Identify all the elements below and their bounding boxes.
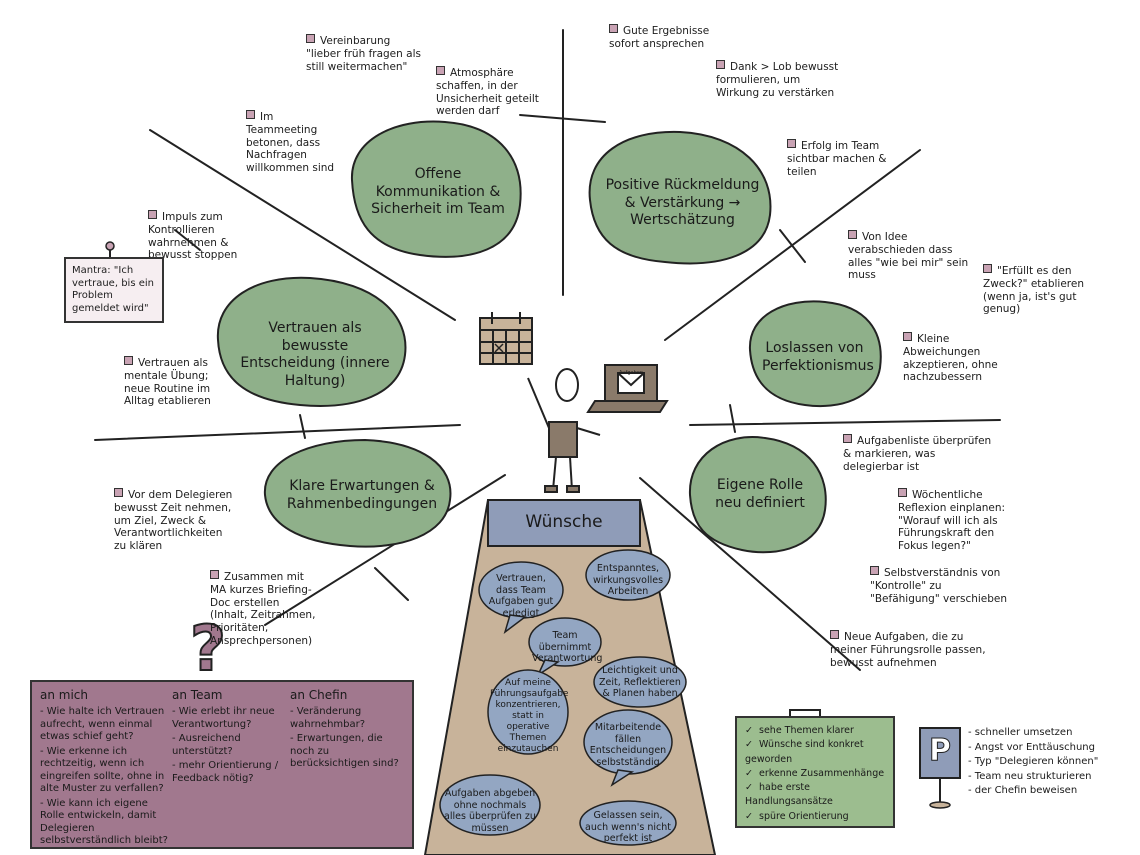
checklist-card: ✓sehe Themen klarer ✓Wünsche sind konkre… <box>735 716 895 828</box>
check-icon: ✓ <box>745 767 753 779</box>
question-mark-icon: ? <box>189 611 227 686</box>
parking-sign-letter: P <box>929 733 952 769</box>
note-selbstverstaendnis: Selbstverständnis von "Kontrolle" zu "Be… <box>870 566 1008 605</box>
question-item: - Wie halte ich Vertrauen aufrecht, wenn… <box>40 706 165 742</box>
questions-heading: an Team <box>172 688 223 702</box>
note-impuls: Impuls zum Kontrollieren wahrnehmen & be… <box>148 210 238 262</box>
note-vor-delegieren: Vor dem Delegieren bewusst Zeit nehmen, … <box>114 488 233 553</box>
section-title-eigene: Eigene Rolle neu definiert <box>715 477 805 511</box>
note-teammeeting: Im Teammeeting betonen, dass Nachfragen … <box>246 110 335 175</box>
wish-bubble-4: Auf meine Führungsaufgabe konzentrieren,… <box>490 678 569 754</box>
wish-bubble-6: Mitarbeitende fällen Entscheidungen selb… <box>589 722 667 768</box>
wishes-header <box>487 499 641 547</box>
check-icon: ✓ <box>745 782 753 793</box>
note-vereinbarung: Vereinbarung "lieber früh fragen als sti… <box>306 34 421 73</box>
note-aufgabenliste: Aufgabenliste überprüfen & markieren, wa… <box>843 434 992 473</box>
wish-bubble-8: Gelassen sein, auch wenn's nicht perfekt… <box>585 810 671 845</box>
section-title-loslassen: Loslassen von Perfektionismus <box>762 340 874 374</box>
svg-text:?: ? <box>190 612 226 685</box>
parking-item: - Team neu strukturieren <box>968 770 1092 782</box>
spoke-lower-left <box>264 474 506 626</box>
questions-column-chefin: an Chefin - Veränderung wahrnehmbar? - E… <box>290 688 405 773</box>
wish-bubble-7: Aufgaben abgeben ohne nochmals alles übe… <box>444 788 536 834</box>
note-woechentliche: Wöchentliche Reflexion einplanen: "Worau… <box>898 488 1006 553</box>
question-item: - Wie erkenne ich rechtzeitig, wenn ich … <box>40 745 165 795</box>
wish-bubble-1: Vertrauen, dass Team Aufgaben gut erledi… <box>488 573 554 619</box>
check-icon: ✓ <box>745 810 753 822</box>
questions-column-me: an mich - Wie halte ich Vertrauen aufrec… <box>40 688 168 850</box>
spoke-right <box>689 419 1001 426</box>
blob-offene <box>350 120 522 258</box>
questions-heading: an Chefin <box>290 688 348 702</box>
checklist-item: ✓Wünsche sind konkret geworden <box>745 739 864 765</box>
section-title-offene: Offene Kommunikation & Sicherheit im Tea… <box>371 166 505 217</box>
question-item: - Ausreichend unterstützt? <box>172 733 241 757</box>
laptop-icon <box>586 364 669 413</box>
parking-sign-icon <box>919 727 961 809</box>
note-dank-lob: Dank > Lob bewusst formulieren, um Wirku… <box>716 60 839 99</box>
parking-item: - schneller umsetzen <box>968 727 1073 738</box>
note-idee: Von Idee verabschieden dass alles "wie b… <box>848 230 969 282</box>
calendar-icon <box>479 312 533 365</box>
stick-figure-person <box>527 368 601 493</box>
checklist-item: ✓sehe Themen klarer <box>745 724 885 738</box>
question-item: - Veränderung wahrnehmbar? <box>290 706 366 730</box>
question-item: - Wie erlebt ihr neue Verantwortung? <box>172 706 275 730</box>
questions-card: an mich - Wie halte ich Vertrauen aufrec… <box>30 680 414 849</box>
note-mantra: Mantra: "Ich vertraue, bis ein Problem g… <box>64 257 164 323</box>
note-atmosphaere: Atmosphäre schaffen, in der Unsicherheit… <box>436 66 539 118</box>
wishes-title: Wünsche <box>525 512 603 532</box>
note-neue-aufgaben: Neue Aufgaben, die zu meiner Führungsrol… <box>830 630 986 669</box>
blob-klare <box>263 438 452 548</box>
laptop-screen-label: Aufgaben <box>618 370 643 376</box>
question-item: - Erwartungen, die noch zu berücksichtig… <box>290 733 399 769</box>
spoke-left <box>94 424 461 441</box>
wish-bubble-3: Team übernimmt Verantwortung <box>532 630 603 665</box>
checklist-item: ✓habe erste Handlungsansätze <box>745 782 833 808</box>
checklist-item: ✓erkenne Zusammenhänge <box>745 767 885 781</box>
note-gute-ergebnisse: Gute Ergebnisse sofort ansprechen <box>609 24 710 50</box>
spoke-upper-left <box>149 129 456 321</box>
question-item: - mehr Orientierung / Feedback nötig? <box>172 760 279 784</box>
note-erfuellt: "Erfüllt es den Zweck?" etablieren (wenn… <box>983 264 1085 316</box>
wish-bubble-2: Entspanntes, wirkungsvolles Arbeiten <box>592 563 664 598</box>
parking-list: - schneller umsetzen - Angst vor Enttäus… <box>968 726 1128 799</box>
blob-vertrauen <box>216 276 407 407</box>
note-zusammen-ma: Zusammen mit MA kurzes Briefing-Doc erst… <box>210 570 316 647</box>
wish-bubble-5: Leichtigkeit und Zeit, Reflektieren & Pl… <box>599 665 681 700</box>
blob-positive <box>588 130 772 265</box>
questions-column-team: an Team - Wie erlebt ihr neue Verantwort… <box>172 688 282 787</box>
section-title-klare: Klare Erwartungen & Rahmenbedingungen <box>286 478 438 512</box>
blob-loslassen <box>748 300 882 408</box>
note-kleine: Kleine Abweichungen akzeptieren, ohne na… <box>903 332 998 384</box>
check-icon: ✓ <box>745 739 753 751</box>
note-erfolg: Erfolg im Team sichtbar machen & teilen <box>787 139 887 178</box>
parking-item: - Typ "Delegieren können" <box>968 756 1099 767</box>
spoke-lower-right <box>639 477 861 671</box>
note-vertrauen-uebung: Vertrauen als mentale Übung; neue Routin… <box>124 356 211 408</box>
parking-item: - Angst vor Enttäuschung <box>968 741 1095 753</box>
blob-eigene <box>688 436 827 554</box>
check-icon: ✓ <box>745 725 753 736</box>
question-item: - Wie kann ich eigene Rolle entwickeln, … <box>40 797 168 847</box>
questions-heading: an mich <box>40 688 88 702</box>
checklist-item: ✓spüre Orientierung <box>745 810 885 824</box>
parking-item: - der Chefin beweisen <box>968 785 1078 796</box>
section-title-positive: Positive Rückmeldung & Verstärkung → Wer… <box>605 177 760 228</box>
section-title-vertrauen: Vertrauen als bewusste Entscheidung (inn… <box>240 320 390 389</box>
